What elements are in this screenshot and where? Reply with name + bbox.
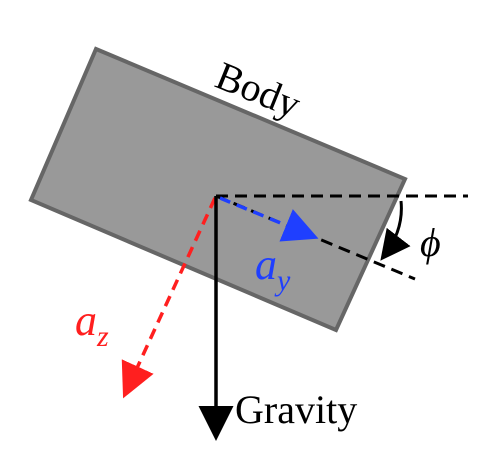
body-rectangle (28, 46, 408, 333)
a-z-label: az (75, 296, 109, 353)
a-y-label-base: a (255, 240, 277, 289)
a-z-label-sub: z (96, 320, 109, 353)
a-y-label-sub: y (274, 264, 291, 297)
phi-angle-arc (380, 200, 411, 261)
a-y-arrow (219, 196, 319, 242)
gravity-label: Gravity (235, 387, 357, 432)
body-axis-line (215, 194, 416, 281)
a-z-label-base: a (75, 296, 97, 345)
phi-label: ϕ (420, 220, 441, 265)
a-y-label: ay (255, 240, 291, 297)
